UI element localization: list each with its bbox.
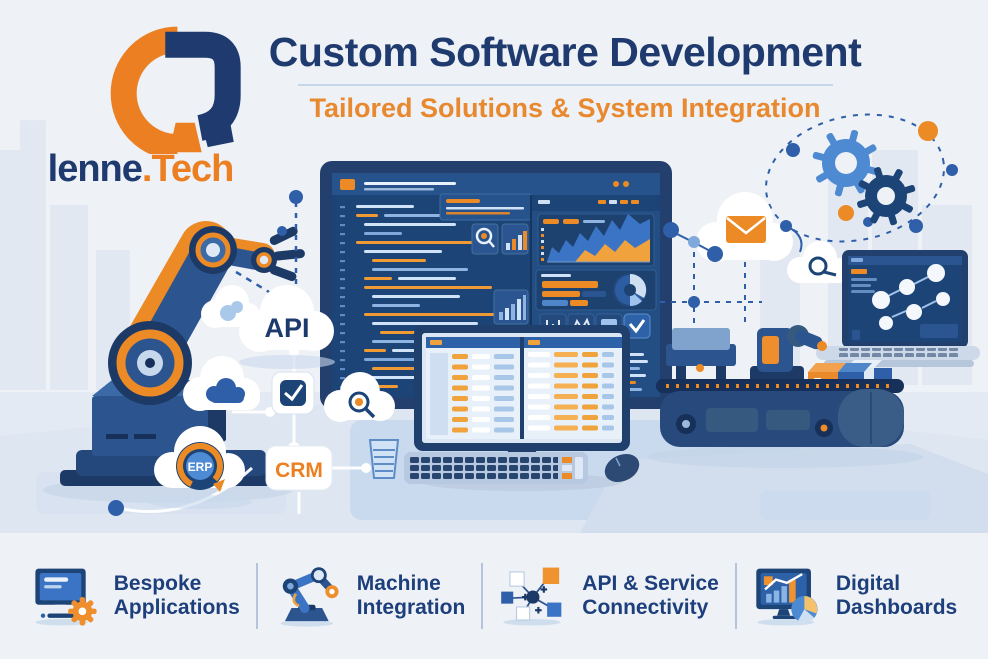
feature-label: Machine Integration — [356, 571, 466, 619]
feature-divider — [255, 563, 258, 629]
machine-integration-icon — [280, 567, 339, 627]
crm-label: CRM — [275, 459, 323, 482]
pie-chart-icon — [791, 596, 818, 623]
digital-dashboards-icon — [756, 568, 818, 626]
sync-cloud — [787, 241, 850, 283]
conveyor-robot — [750, 325, 827, 390]
code-editor — [340, 193, 533, 390]
feature-divider — [481, 563, 484, 629]
gear-icon — [67, 597, 97, 626]
brand-name: lenne.Tech — [38, 148, 243, 191]
brand-name-primary: lenne — [47, 148, 143, 190]
title-underline — [297, 84, 833, 87]
bar-chart-icon — [501, 223, 529, 255]
api-cloud: API — [239, 285, 335, 369]
feature-bar: Bespoke Applications Machine — [0, 533, 988, 659]
api-connectivity-icon — [501, 567, 562, 626]
check-tile — [271, 371, 315, 415]
check-icon — [284, 384, 304, 402]
area-chart-card — [537, 213, 655, 267]
erp-label: ERP — [188, 460, 213, 474]
gantry-machine — [666, 328, 736, 390]
magnifier-icon — [471, 223, 499, 255]
erp-badge: ERP — [176, 442, 225, 492]
page-title: Custom Software Development — [268, 29, 862, 75]
search-icon — [348, 391, 376, 419]
progress-donut-card — [535, 269, 657, 311]
keyboard — [404, 452, 588, 484]
plus-glyphs — [522, 586, 548, 614]
feature-machine-integration: Machine Integration — [274, 565, 466, 627]
mouse — [604, 453, 640, 483]
feature-api-connectivity: API & Service Connectivity — [499, 565, 719, 627]
laptop-workflow — [816, 250, 980, 367]
erp-cloud: ERP — [148, 426, 252, 509]
mail-cloud — [696, 192, 793, 262]
search-cloud — [324, 372, 395, 422]
crm-tag: CRM — [265, 445, 333, 491]
feature-label: API & Service Connectivity — [582, 571, 719, 619]
glass-icon — [368, 439, 400, 479]
app-icon — [340, 179, 355, 190]
header: Custom Software Development Tailored Sol… — [250, 29, 880, 124]
right-connectors — [660, 220, 803, 330]
feature-label: Digital Dashboards — [835, 571, 958, 619]
check-widget-icon — [628, 319, 646, 334]
feature-digital-dashboards: Digital Dashboards — [753, 565, 957, 627]
workflow-diagram — [872, 264, 950, 330]
blue-bars-icon — [493, 289, 529, 325]
brand-name-secondary: .Tech — [141, 148, 234, 190]
gear-icon-light — [812, 129, 880, 197]
table-monitor — [414, 325, 630, 491]
table-pane-right — [524, 337, 622, 439]
cloud-icon — [206, 378, 245, 403]
lenne-tech-logo-mark — [110, 26, 241, 154]
feature-bespoke-applications: Bespoke Applications — [31, 565, 240, 627]
feature-divider — [734, 563, 737, 629]
gear-icon-dark — [857, 167, 916, 226]
bespoke-applications-icon — [35, 568, 97, 626]
page-subtitle: Tailored Solutions & System Integration — [309, 93, 821, 124]
code-tooltip-panel — [439, 193, 533, 221]
cloud-sync-node — [183, 356, 260, 411]
envelope-icon — [726, 216, 766, 243]
conveyor-belt — [647, 325, 923, 468]
feature-label: Bespoke Applications — [113, 571, 240, 619]
gears-orbit — [765, 113, 958, 243]
table-pane-left — [426, 337, 520, 439]
api-label: API — [264, 313, 309, 343]
sync-loop-icon — [808, 256, 837, 277]
